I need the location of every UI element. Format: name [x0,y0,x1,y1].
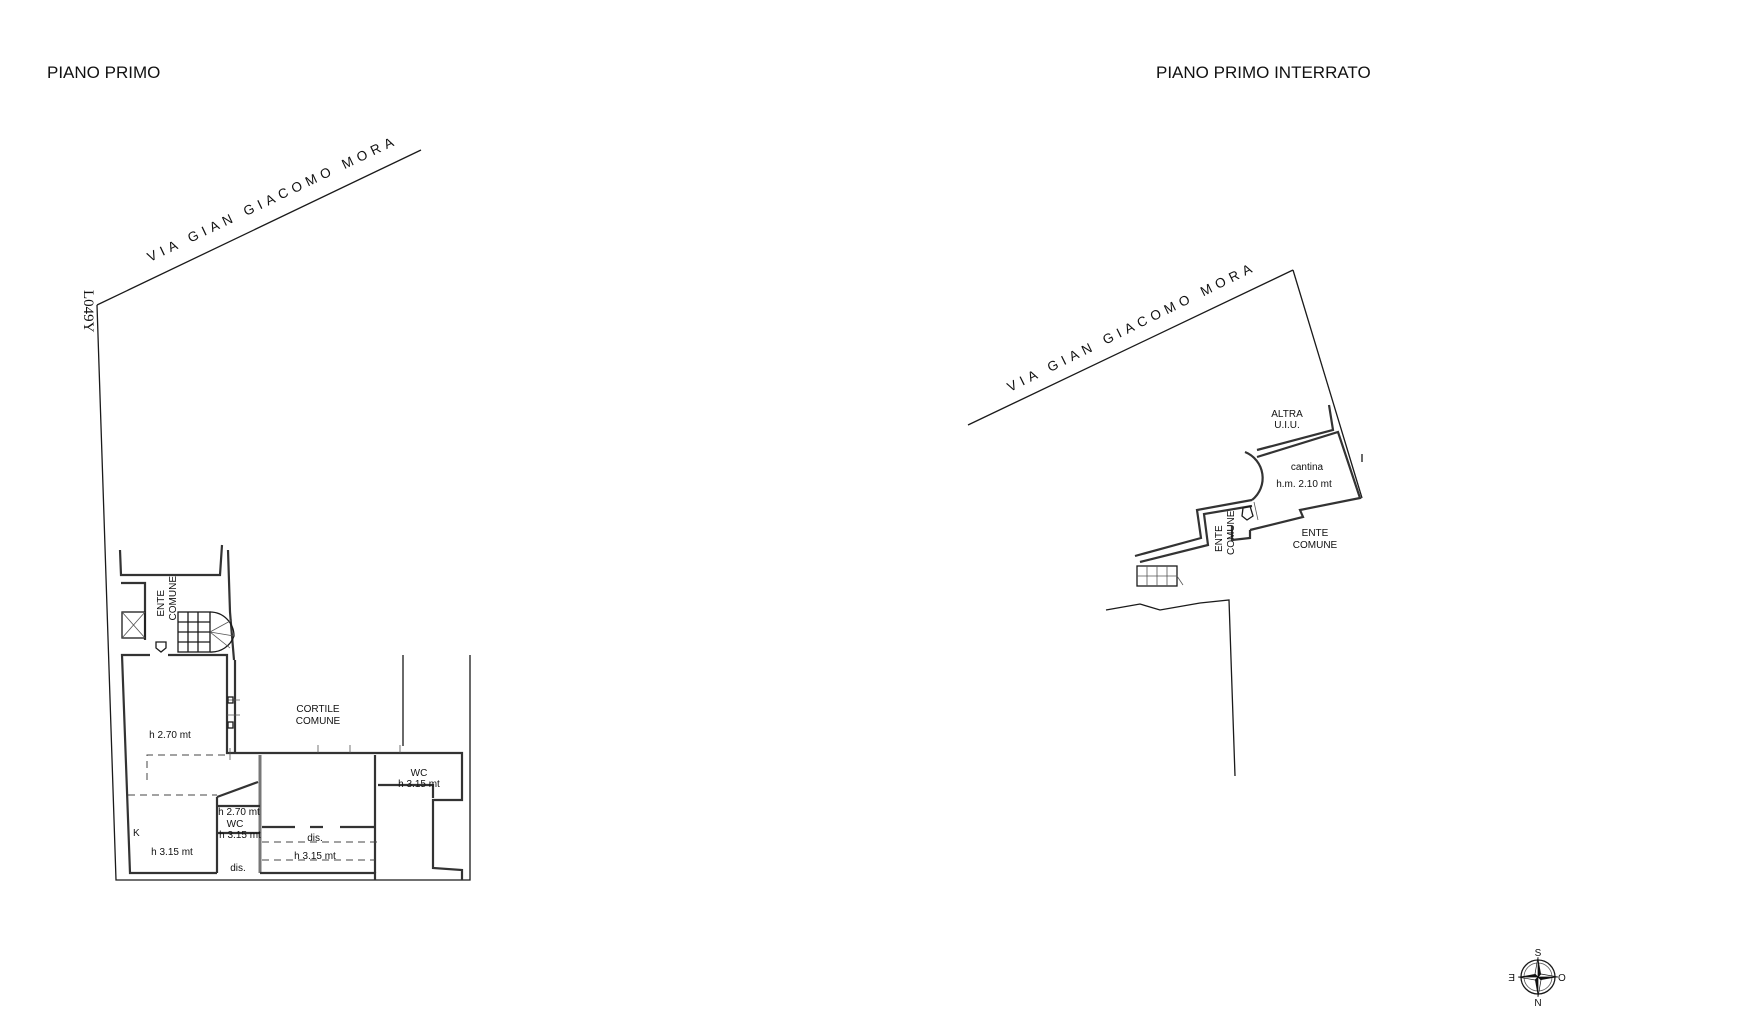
plan-piano-primo: PIANO PRIMO VIA GIAN GIACOMO MORA L049Y … [47,63,471,881]
stair-core: ENTE COMUNE [118,544,236,661]
label-comune: COMUNE [1226,510,1237,555]
label-kitchen: K [133,828,140,839]
entrance-arrow-icon [155,641,167,653]
label-height: h 3.15 mt [219,830,261,841]
label-ente: ENTE [1214,525,1225,552]
entrance-arrow-icon [1241,505,1254,521]
compass-o: O [1558,973,1566,984]
sheet-code: L049Y [80,290,96,333]
compass-s: S [1535,948,1542,959]
label-comune: COMUNE [296,716,341,727]
label-uiu: U.I.U. [1274,420,1300,431]
label-ente: ENTE [156,590,167,617]
label-height: h 2.70 mt [218,807,260,818]
label-altra: ALTRA [1271,409,1303,420]
apartment-walls [120,653,464,880]
compass-e: E [1508,973,1515,984]
room-labels: CORTILE COMUNE h 2.70 mt h 2.70 mt WC h … [133,704,440,874]
label-comune: COMUNE [168,576,179,621]
plan-title: PIANO PRIMO INTERRATO [1156,63,1371,82]
elevator-shaft [121,611,146,639]
label-height: h 3.15 mt [398,779,440,790]
label-height: h 3.15 mt [151,847,193,858]
lot-boundary [1292,269,1363,499]
label-wc: WC [227,819,244,830]
label-cortile: CORTILE [296,704,339,715]
plan-title: PIANO PRIMO [47,63,160,82]
plan-piano-primo-interrato: PIANO PRIMO INTERRATO VIA GIAN GIACOMO M… [967,63,1371,777]
label-dis: dis. [307,833,323,844]
street-line [967,269,1294,426]
label-height: h.m. 2.10 mt [1276,479,1332,490]
label-comune: COMUNE [1293,540,1338,551]
label-ente: ENTE [1302,528,1329,539]
lot-boundary [96,304,471,881]
street-name: VIA GIAN GIACOMO MORA [145,132,401,264]
label-cantina: cantina [1291,462,1324,473]
cellar-walls [1105,404,1362,777]
ceiling-height-lines [128,754,378,861]
compass-n: N [1534,998,1541,1009]
compass-rose-icon: S N E O [1508,948,1566,1009]
label-dis: dis. [230,863,246,874]
street-line [96,149,422,306]
label-height: h 2.70 mt [149,730,191,741]
label-wc: WC [411,768,428,779]
room-labels: ALTRA U.I.U. cantina h.m. 2.10 mt ENTE C… [1214,409,1338,555]
label-height: h 3.15 mt [294,851,336,862]
street-name: VIA GIAN GIACOMO MORA [1005,259,1259,395]
